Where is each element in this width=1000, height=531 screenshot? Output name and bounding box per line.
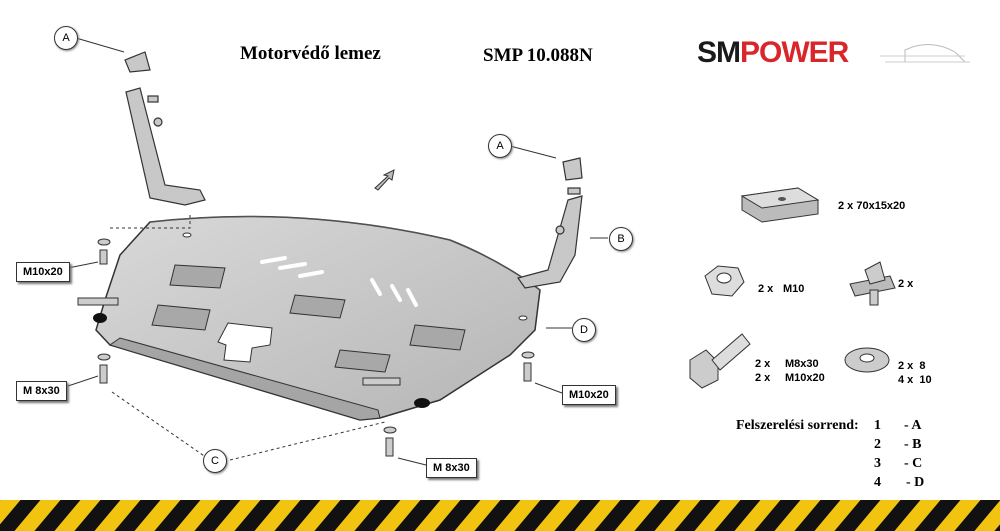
hazard-stripe (0, 500, 1000, 531)
direction-arrow-icon (374, 169, 395, 191)
clip-nut-part-drawing (849, 261, 896, 306)
nut-size: M10 (783, 283, 805, 295)
bolt-qty-1: 2 x (755, 358, 771, 370)
washer-spec-1: 2 x 8 (898, 360, 926, 372)
sequence-step-1-letter: - A (904, 418, 922, 433)
part-code: SMP 10.088N (483, 45, 593, 66)
callout-a-left: A (54, 26, 78, 50)
clip-qty: 2 x (898, 278, 914, 290)
logo-power: POWER (740, 36, 849, 69)
bolt-size-2: M10x20 (785, 372, 825, 384)
bolt-qty-2: 2 x (755, 372, 771, 384)
callout-b: B (609, 227, 633, 251)
right-bracket (517, 157, 583, 289)
label-m10-right: M10x20 (562, 385, 616, 405)
sequence-step-2-letter: - B (904, 437, 922, 452)
washer-spec-2: 4 x 10 (898, 374, 932, 386)
drawing-title: Motorvédő lemez (240, 43, 381, 64)
sequence-step-3-letter: - C (904, 456, 923, 471)
callout-a-right: A (488, 134, 512, 158)
nut-qty: 2 x (758, 283, 774, 295)
sequence-step-1-num: 1 (874, 418, 881, 433)
label-m8-left: M 8x30 (16, 381, 67, 401)
callout-d: D (572, 318, 596, 342)
washer-part-drawing (844, 347, 890, 373)
nut-part-drawing (704, 265, 745, 297)
label-m8-bottom: M 8x30 (426, 458, 477, 478)
callout-c: C (203, 449, 227, 473)
bolt-part-drawing (689, 333, 751, 389)
logo-sm: SM (697, 36, 741, 69)
plate-part-drawing (740, 187, 820, 223)
label-m10-left: M10x20 (16, 262, 70, 282)
sequence-step-2-num: 2 (874, 437, 881, 452)
plate-spec: 2 x 70x15x20 (838, 200, 906, 212)
skid-plate (93, 215, 541, 421)
sequence-title: Felszerelési sorrend: (736, 418, 859, 433)
sequence-step-4-letter: - D (906, 475, 925, 490)
bolt-size-1: M8x30 (785, 358, 819, 370)
left-bracket (124, 51, 206, 206)
sequence-step-3-num: 3 (874, 456, 881, 471)
logo-swoosh (880, 44, 970, 63)
fasteners (77, 238, 535, 457)
sequence-step-4-num: 4 (874, 475, 881, 490)
leader-lines (67, 37, 608, 466)
brand-logo: SMPOWER (697, 36, 849, 70)
